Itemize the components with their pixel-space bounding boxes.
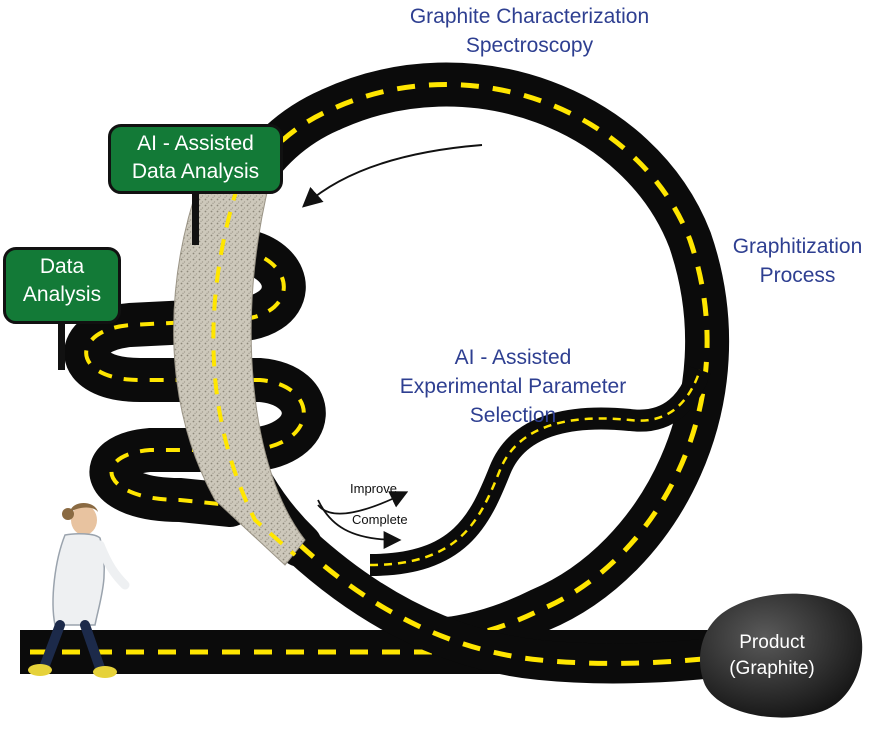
ai-data-analysis-line2: Data Analysis (131, 160, 260, 183)
graphite-rock (700, 593, 863, 718)
scientist-figure (28, 503, 130, 678)
winding-road (64, 228, 326, 527)
cycle-arrow (302, 144, 483, 208)
ai-data-analysis-line1: AI - Assisted (137, 132, 254, 155)
graphitization-line2: Process (759, 264, 836, 287)
data-analysis-line2: Analysis (22, 283, 102, 306)
data-analysis-sign: Data Analysis (3, 247, 121, 324)
ai-analysis-sign-post (192, 190, 199, 245)
improve-arrow (317, 491, 409, 515)
exit-road (286, 530, 743, 684)
complete-label: Complete (352, 512, 408, 527)
characterization-label: Graphite Characterization Spectroscopy (387, 2, 672, 60)
ai-data-analysis-sign: AI - Assisted Data Analysis (108, 124, 283, 194)
product-label: Product (Graphite) (707, 630, 837, 682)
complete-arrow (317, 499, 402, 549)
inner-shortcut-road (369, 366, 711, 576)
ai-parameter-line3: Selection (469, 404, 557, 427)
product-line2: (Graphite) (729, 658, 815, 679)
characterization-line1: Graphite Characterization (409, 5, 650, 28)
improve-label: Improve (350, 481, 397, 496)
characterization-line2: Spectroscopy (465, 34, 594, 57)
ai-parameter-line1: AI - Assisted (454, 346, 572, 369)
ai-parameter-label: AI - Assisted Experimental Parameter Sel… (378, 343, 648, 430)
data-analysis-sign-post (58, 322, 65, 370)
data-analysis-line1: Data (39, 255, 85, 278)
product-line1: Product (739, 632, 805, 653)
graphitization-label: Graphitization Process (715, 232, 875, 290)
ai-parameter-line2: Experimental Parameter (399, 375, 627, 398)
paved-bridge (173, 179, 306, 566)
graphitization-line1: Graphitization (732, 235, 863, 258)
